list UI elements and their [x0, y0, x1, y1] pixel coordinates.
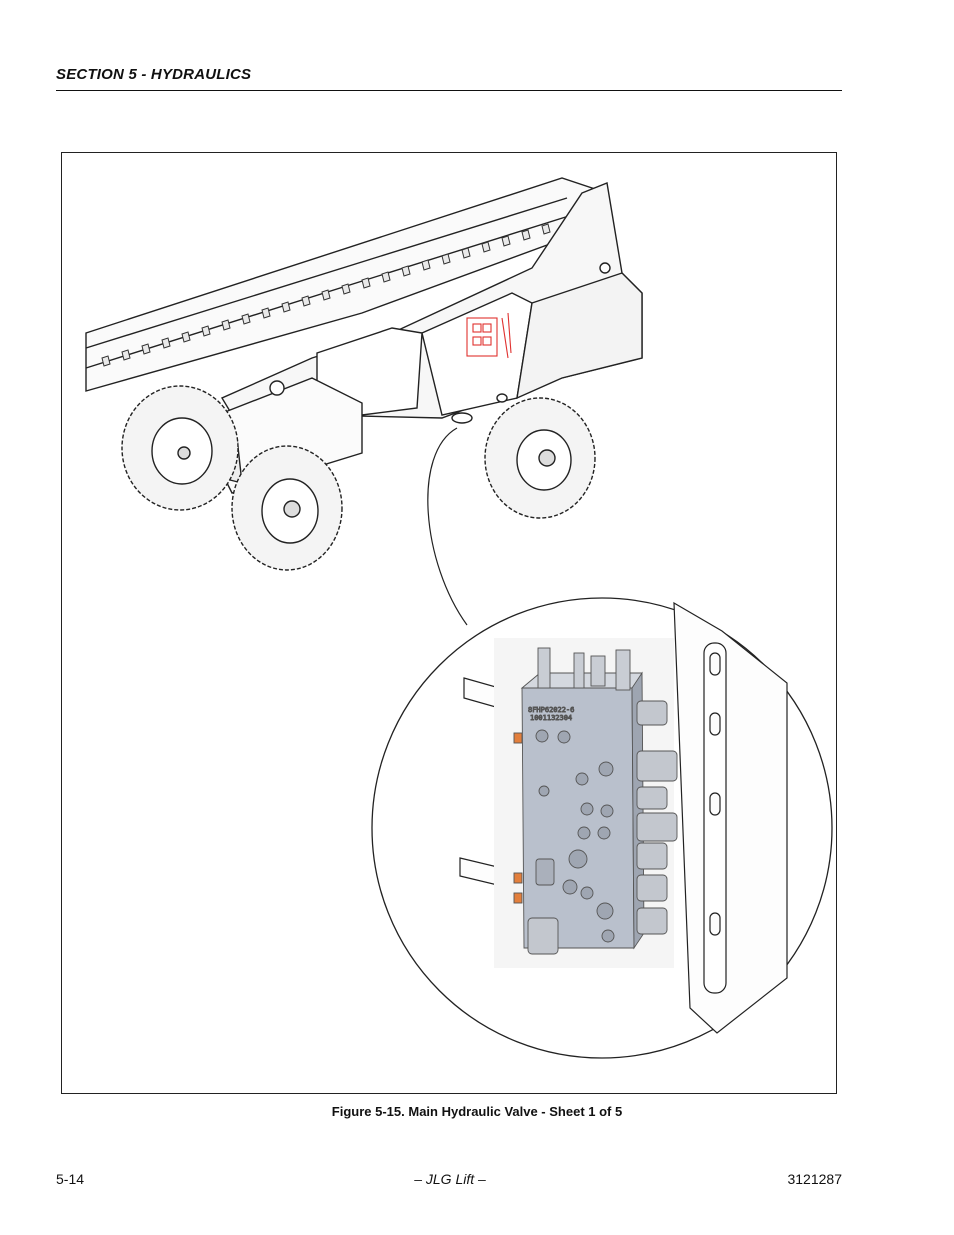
- valve-label-line1: 8FHP62022-6: [528, 706, 574, 714]
- rear-left-tire: [121, 385, 239, 511]
- page-number: 5-14: [56, 1171, 85, 1187]
- section-title: SECTION 5 - HYDRAULICS: [56, 66, 252, 83]
- boom: [85, 177, 608, 392]
- detail-leader-line: [427, 427, 468, 626]
- figure-caption: Figure 5-15. Main Hydraulic Valve - Shee…: [331, 1104, 623, 1119]
- footer-center-text: – JLG Lift –: [414, 1171, 486, 1187]
- valve-location-highlight: [466, 312, 512, 359]
- front-left-tire: [231, 445, 343, 571]
- document-number: 3121287: [787, 1171, 842, 1187]
- hydraulic-valve-block: 8FHP62022-6 1001132304: [494, 638, 678, 968]
- page-header: SECTION 5 - HYDRAULICS: [56, 64, 842, 91]
- tires: [121, 385, 596, 571]
- front-right-tire: [484, 397, 596, 519]
- valve-label-line2: 1001132304: [530, 714, 572, 722]
- main-hydraulic-valve-illustration: 8FHP62022-6 1001132304: [85, 177, 833, 1059]
- chassis: [181, 182, 643, 494]
- figure-frame: 8FHP62022-6 1001132304: [61, 152, 837, 1094]
